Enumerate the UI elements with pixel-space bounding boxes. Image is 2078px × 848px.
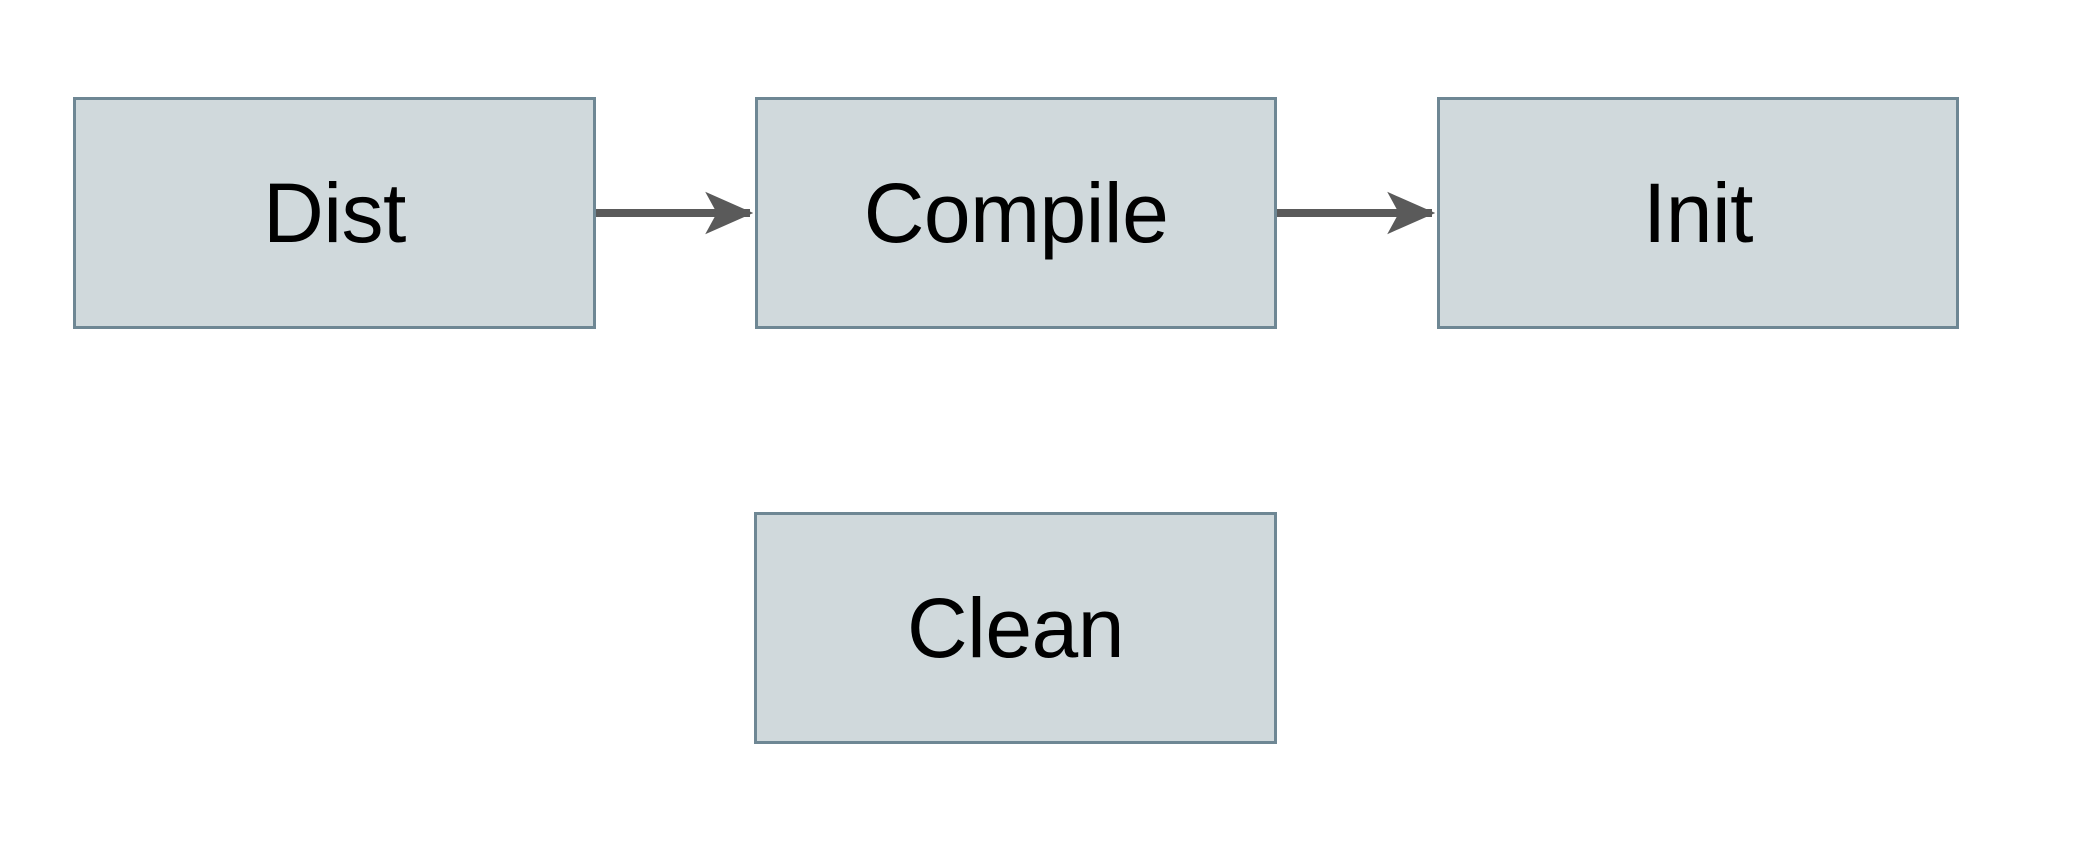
- node-label: Dist: [263, 166, 406, 260]
- node-label: Init: [1642, 166, 1754, 260]
- node-dist[interactable]: Dist: [73, 97, 596, 329]
- node-clean[interactable]: Clean: [754, 512, 1277, 744]
- node-label: Clean: [907, 581, 1124, 675]
- node-init[interactable]: Init: [1437, 97, 1959, 329]
- node-label: Compile: [863, 166, 1169, 260]
- node-compile[interactable]: Compile: [755, 97, 1277, 329]
